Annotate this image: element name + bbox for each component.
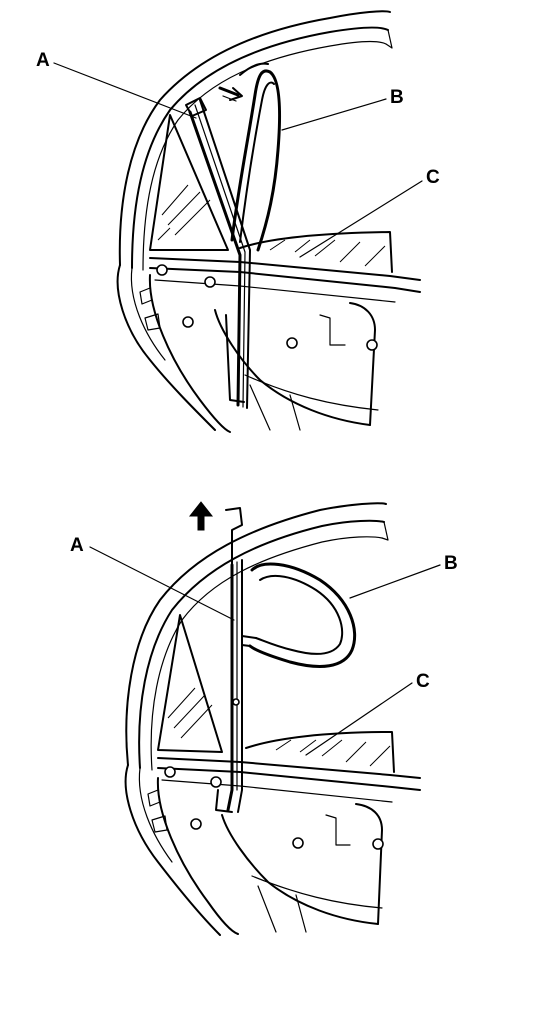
callout-b: B bbox=[390, 87, 404, 108]
mounting-hole bbox=[366, 339, 378, 351]
glass-run-channel-a bbox=[226, 563, 234, 812]
mounting-hole bbox=[182, 316, 194, 328]
roof-rail bbox=[125, 502, 387, 766]
callout-c: C bbox=[416, 671, 430, 692]
glass-run-channel-a bbox=[188, 110, 242, 407]
callout-a: A bbox=[36, 50, 50, 71]
weatherstrip-b bbox=[248, 562, 357, 668]
belt-line bbox=[149, 257, 421, 281]
weatherstrip-b bbox=[230, 69, 282, 252]
belt-line bbox=[157, 757, 421, 779]
mounting-hole bbox=[210, 776, 222, 788]
mounting-hole bbox=[292, 837, 304, 849]
mounting-hole bbox=[164, 766, 176, 778]
lift-arrow bbox=[188, 501, 214, 531]
door-glass-c bbox=[239, 231, 393, 273]
roof-rail bbox=[118, 10, 391, 266]
mounting-hole bbox=[204, 276, 216, 288]
leader-a bbox=[53, 62, 197, 119]
mounting-hole bbox=[156, 264, 168, 276]
leader-c bbox=[299, 180, 423, 258]
mounting-hole bbox=[372, 838, 384, 850]
quarter-glass bbox=[149, 114, 229, 251]
quarter-glass bbox=[157, 614, 223, 753]
mounting-hole bbox=[286, 337, 298, 349]
leader-c bbox=[305, 682, 413, 756]
door-frame-drawing-1: A B C bbox=[36, 10, 440, 433]
leader-b bbox=[349, 564, 441, 599]
callout-c: C bbox=[426, 167, 440, 188]
door-glass-c bbox=[245, 731, 395, 773]
leader-b bbox=[281, 98, 387, 131]
diagram-step-2: A B C bbox=[0, 490, 560, 950]
mounting-hole bbox=[190, 818, 202, 830]
callout-a: A bbox=[70, 535, 84, 556]
diagram-step-1: A B C bbox=[0, 0, 560, 450]
leader-a bbox=[89, 546, 235, 621]
removal-arrow bbox=[218, 86, 240, 97]
callout-b: B bbox=[444, 553, 458, 574]
door-frame-drawing-2: A B C bbox=[70, 501, 458, 936]
